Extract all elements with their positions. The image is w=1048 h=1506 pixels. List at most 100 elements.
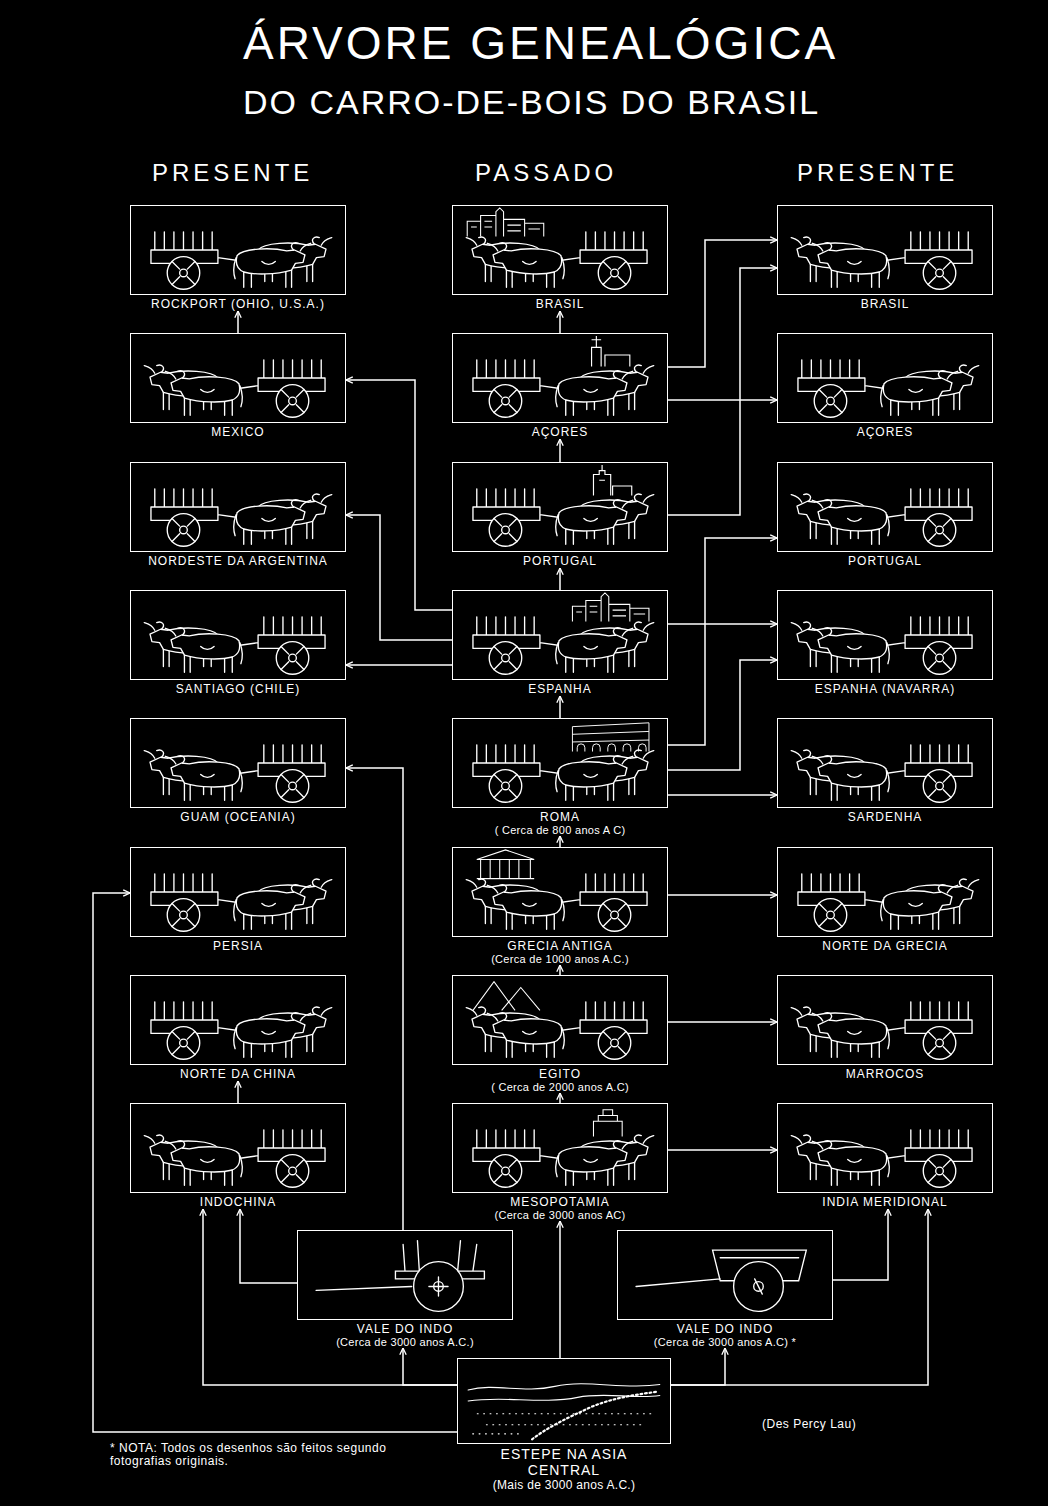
lineage-arrow [559, 568, 561, 590]
lineage-arrow [237, 1081, 239, 1103]
diagram-title: ÁRVORE GENEALÓGICA [243, 18, 838, 69]
ox-cart-figure [791, 232, 972, 289]
place-name: ESPANHA [452, 682, 668, 696]
lineage-arrow [668, 1021, 777, 1023]
date-note: ( Cerca de 800 anos A C) [452, 824, 668, 836]
background-drawing [593, 1110, 622, 1137]
place-name: SANTIAGO (CHILE) [130, 682, 346, 696]
background-drawing [572, 723, 649, 752]
ox-cart-figure [791, 1002, 972, 1059]
lineage-arrow [668, 240, 777, 367]
ox-cart-drawing [778, 976, 992, 1064]
ox-cart-figure [151, 1002, 332, 1059]
picture-frame [777, 718, 993, 808]
lineage-arrow [671, 1348, 725, 1385]
picture-frame [777, 333, 993, 423]
place-name: PERSIA [130, 939, 346, 953]
picture-frame [130, 333, 346, 423]
picture-frame [130, 205, 346, 295]
place-name: INDIA MERIDIONAL [777, 1195, 993, 1209]
ox-cart-figure [144, 617, 325, 674]
ox-cart-drawing [453, 206, 667, 294]
picture-frame [777, 462, 993, 552]
picture-frame [130, 847, 346, 937]
ox-cart-drawing [131, 591, 345, 679]
ox-cart-figure [473, 1130, 654, 1187]
place-name: ESTEPE NA ASIA CENTRAL [494, 1446, 634, 1478]
date-note: (Cerca de 3000 anos A.C.) [297, 1336, 513, 1348]
cart-box: PORTUGAL [777, 462, 993, 568]
lineage-arrow [559, 439, 561, 462]
place-name: MESOPOTAMIA [452, 1195, 668, 1209]
cart-box: NORDESTE DA ARGENTINA [130, 462, 346, 568]
lineage-arrow [403, 1348, 457, 1385]
ox-cart-drawing [458, 1359, 670, 1443]
date-note: (Cerca de 1000 anos A.C.) [452, 953, 668, 965]
cart-box: VALE DO INDO(Cerca de 3000 anos A.C) * [617, 1230, 833, 1348]
ox-cart-drawing [778, 1104, 992, 1192]
place-name: GUAM (OCEANIA) [130, 810, 346, 824]
ox-cart-drawing [131, 463, 345, 551]
cart-box: SANTIAGO (CHILE) [130, 590, 346, 696]
place-name: PORTUGAL [452, 554, 668, 568]
lineage-arrow [668, 268, 777, 515]
picture-frame [452, 590, 668, 680]
place-name: VALE DO INDO [297, 1322, 513, 1336]
lineage-arrow [559, 965, 561, 975]
lineage-arrow [668, 660, 777, 770]
cart-box: PORTUGAL [452, 462, 668, 568]
cart-box: ESTEPE NA ASIA CENTRAL(Mais de 3000 anos… [457, 1358, 671, 1492]
column-header: PRESENTE [797, 160, 958, 186]
lineage-arrow [668, 1149, 777, 1151]
ox-cart-drawing [131, 848, 345, 936]
picture-frame [777, 1103, 993, 1193]
picture-frame [777, 847, 993, 937]
diagram-subtitle: DO CARRO-DE-BOIS DO BRASIL [243, 84, 820, 121]
lineage-arrow [668, 794, 777, 796]
cart-box: ROCKPORT (OHIO, U.S.A.) [130, 205, 346, 311]
place-name: ESPANHA (NAVARRA) [777, 682, 993, 696]
ox-cart-figure [791, 1130, 972, 1187]
credit-note: (Des Percy Lau) [762, 1418, 856, 1431]
lineage-arrow [668, 538, 777, 745]
date-note: ( Cerca de 2000 anos A.C) [452, 1081, 668, 1093]
place-name: VALE DO INDO [617, 1322, 833, 1336]
cart-box: GRECIA ANTIGA(Cerca de 1000 anos A.C.) [452, 847, 668, 965]
cart-box: AÇORES [452, 333, 668, 439]
picture-frame [130, 718, 346, 808]
ox-cart-drawing [298, 1231, 512, 1319]
lineage-arrow [668, 399, 777, 401]
picture-frame [130, 590, 346, 680]
ox-cart-drawing [131, 1104, 345, 1192]
ox-cart-figure [473, 617, 654, 674]
cart-box: PERSIA [130, 847, 346, 953]
cart-box: ROMA( Cerca de 800 anos A C) [452, 718, 668, 836]
ox-cart-figure [798, 874, 979, 931]
ox-cart-drawing [453, 1104, 667, 1192]
ox-cart-figure [468, 1384, 660, 1440]
ox-cart-drawing [778, 719, 992, 807]
lineage-arrow [559, 311, 561, 333]
picture-frame [452, 333, 668, 423]
background-drawing [477, 850, 534, 879]
cart-box: NORTE DA GRECIA [777, 847, 993, 953]
place-name: ROMA [452, 810, 668, 824]
ox-cart-figure [636, 1250, 806, 1311]
cart-box: ESPANHA (NAVARRA) [777, 590, 993, 696]
lineage-arrow [559, 836, 561, 847]
cart-box: MARROCOS [777, 975, 993, 1081]
place-name: MARROCOS [777, 1067, 993, 1081]
picture-frame [297, 1230, 513, 1320]
ox-cart-drawing [618, 1231, 832, 1319]
lineage-arrow [559, 1093, 561, 1103]
picture-frame [617, 1230, 833, 1320]
ox-cart-drawing [131, 334, 345, 422]
ox-cart-drawing [778, 206, 992, 294]
cart-box: MEXICO [130, 333, 346, 439]
ox-cart-figure [791, 745, 972, 802]
ox-cart-drawing [778, 463, 992, 551]
cart-box: NORTE DA CHINA [130, 975, 346, 1081]
lineage-arrow [240, 1209, 297, 1283]
place-name: EGITO [452, 1067, 668, 1081]
